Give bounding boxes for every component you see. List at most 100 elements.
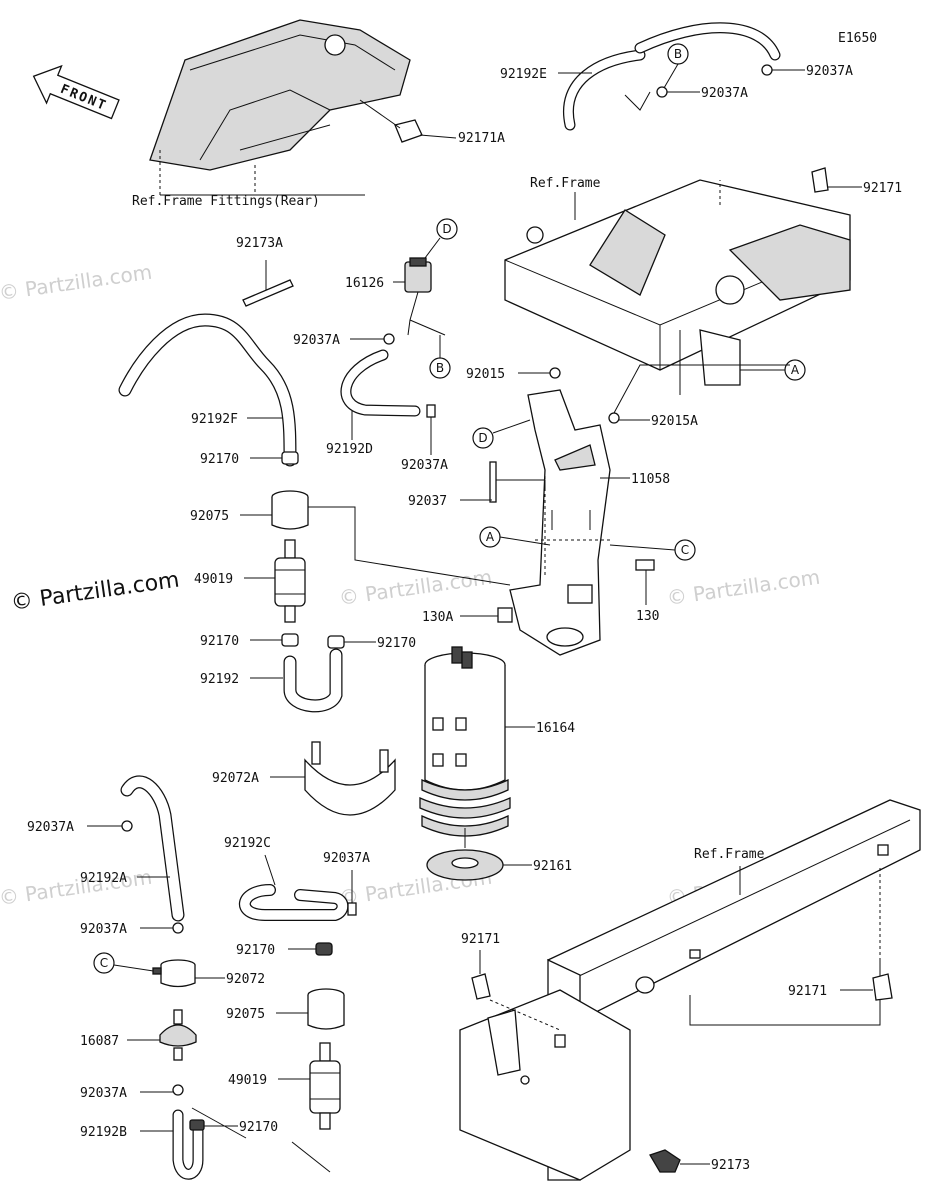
bolt-icon xyxy=(497,607,513,623)
part-label-92075: 92075 xyxy=(226,1007,265,1022)
part-label-92171: 92171 xyxy=(788,984,827,999)
clamp-92170 xyxy=(281,451,299,465)
hose-92192B xyxy=(172,1109,204,1180)
clip-icon xyxy=(872,973,893,1001)
part-label-92192C: 92192C xyxy=(224,836,271,851)
ref-frame-top: Ref.Frame xyxy=(530,176,601,191)
clamp-icon xyxy=(656,86,668,98)
part-label-92015: 92015 xyxy=(466,367,505,382)
clamp-icon xyxy=(189,1119,205,1131)
bracket-11058 xyxy=(509,389,611,656)
part-label-92192A: 92192A xyxy=(80,871,127,886)
sleeve-92075 xyxy=(307,988,345,1030)
hose-92192E xyxy=(563,22,781,131)
part-label-92171: 92171 xyxy=(461,932,500,947)
callout-b: B xyxy=(436,361,444,375)
callout-c: C xyxy=(100,956,108,970)
callout-a: A xyxy=(486,530,495,544)
regulator-16087 xyxy=(159,1009,197,1061)
clamp-92072 xyxy=(152,959,196,988)
part-label-92037: 92037 xyxy=(408,494,447,509)
part-label-92037A: 92037A xyxy=(806,64,853,79)
clamp-icon xyxy=(761,64,773,76)
part-label-92037A: 92037A xyxy=(293,333,340,348)
lower-frame-drawing xyxy=(459,799,921,1181)
valve-16126 xyxy=(404,257,446,336)
hose-92192F xyxy=(118,313,297,467)
part-label-16164: 16164 xyxy=(536,721,575,736)
band-92072A xyxy=(304,741,396,816)
part-label-49019: 49019 xyxy=(194,572,233,587)
fuel-filter-49019 xyxy=(274,539,306,623)
part-label-92037A: 92037A xyxy=(701,86,748,101)
ref-frame-bottom: Ref.Frame xyxy=(694,847,765,862)
hose-92192C xyxy=(239,884,349,921)
part-label-92171A: 92171A xyxy=(458,131,505,146)
part-label-16087: 16087 xyxy=(80,1034,119,1049)
callout-b-icon xyxy=(667,43,689,65)
part-label-92192B: 92192B xyxy=(80,1125,127,1140)
part-label-92170: 92170 xyxy=(200,634,239,649)
clip-icon xyxy=(811,167,829,193)
callout-d-icon xyxy=(472,427,494,449)
part-label-92171: 92171 xyxy=(863,181,902,196)
clip-icon xyxy=(471,973,491,1000)
hose-92192D xyxy=(340,349,421,417)
callout-a: A xyxy=(791,363,800,377)
callout-c: C xyxy=(681,543,689,557)
hose-92192A xyxy=(120,775,185,922)
nut-icon xyxy=(608,412,620,424)
callout-c-icon xyxy=(93,952,115,974)
part-label-92075: 92075 xyxy=(190,509,229,524)
part-label-92192F: 92192F xyxy=(191,412,238,427)
part-label-92037A: 92037A xyxy=(401,458,448,473)
part-label-92192: 92192 xyxy=(200,672,239,687)
part-label-92173: 92173 xyxy=(711,1158,750,1173)
clamp-icon xyxy=(383,333,395,345)
watermark: © Partzilla.com xyxy=(0,865,154,910)
diagram-code: E1650 xyxy=(838,31,877,46)
nut-icon xyxy=(549,367,561,379)
part-label-92173A: 92173A xyxy=(236,236,283,251)
sleeve-92075 xyxy=(271,490,309,530)
clamp-icon xyxy=(121,820,133,832)
clamp-icon xyxy=(327,635,345,649)
clamp-icon xyxy=(426,404,436,418)
pin-icon xyxy=(489,461,497,503)
watermark-main: © Partzilla.com xyxy=(9,568,181,616)
part-label-92170: 92170 xyxy=(239,1120,278,1135)
ref-frame-fittings-rear: Ref.Frame Fittings(Rear) xyxy=(132,194,320,209)
grommet-92161 xyxy=(426,849,504,881)
clamp-icon xyxy=(281,633,299,647)
part-label-92192E: 92192E xyxy=(500,67,547,82)
part-label-92170: 92170 xyxy=(200,452,239,467)
part-label-92037A: 92037A xyxy=(323,851,370,866)
part-label-92015A: 92015A xyxy=(651,414,698,429)
part-label-92072: 92072 xyxy=(226,972,265,987)
part-label-92170: 92170 xyxy=(377,636,416,651)
watermark: © Partzilla.com xyxy=(337,565,493,610)
part-label-92161: 92161 xyxy=(533,859,572,874)
canister-16164 xyxy=(419,646,511,837)
part-label-92037A: 92037A xyxy=(27,820,74,835)
callout-d: D xyxy=(442,222,451,236)
callout-b: B xyxy=(674,47,682,61)
callout-d-icon xyxy=(436,218,458,240)
clamp-icon xyxy=(172,922,184,934)
part-label-130A: 130A xyxy=(422,610,453,625)
watermark: © Partzilla.com xyxy=(0,260,154,305)
clamp-icon xyxy=(172,1084,184,1096)
callout-d: D xyxy=(478,431,487,445)
strap-92173A xyxy=(242,260,294,307)
part-label-92037A: 92037A xyxy=(80,1086,127,1101)
part-label-49019: 49019 xyxy=(228,1073,267,1088)
clamp-icon xyxy=(315,942,333,956)
part-label-92037A: 92037A xyxy=(80,922,127,937)
clamp-icon xyxy=(347,902,357,916)
hose-92192 xyxy=(283,648,343,713)
part-label-92170: 92170 xyxy=(236,943,275,958)
part-label-11058: 11058 xyxy=(631,472,670,487)
watermark: © Partzilla.com xyxy=(665,565,821,610)
clamp-icon xyxy=(649,1149,681,1173)
rear-frame-fittings-drawing xyxy=(149,19,457,196)
